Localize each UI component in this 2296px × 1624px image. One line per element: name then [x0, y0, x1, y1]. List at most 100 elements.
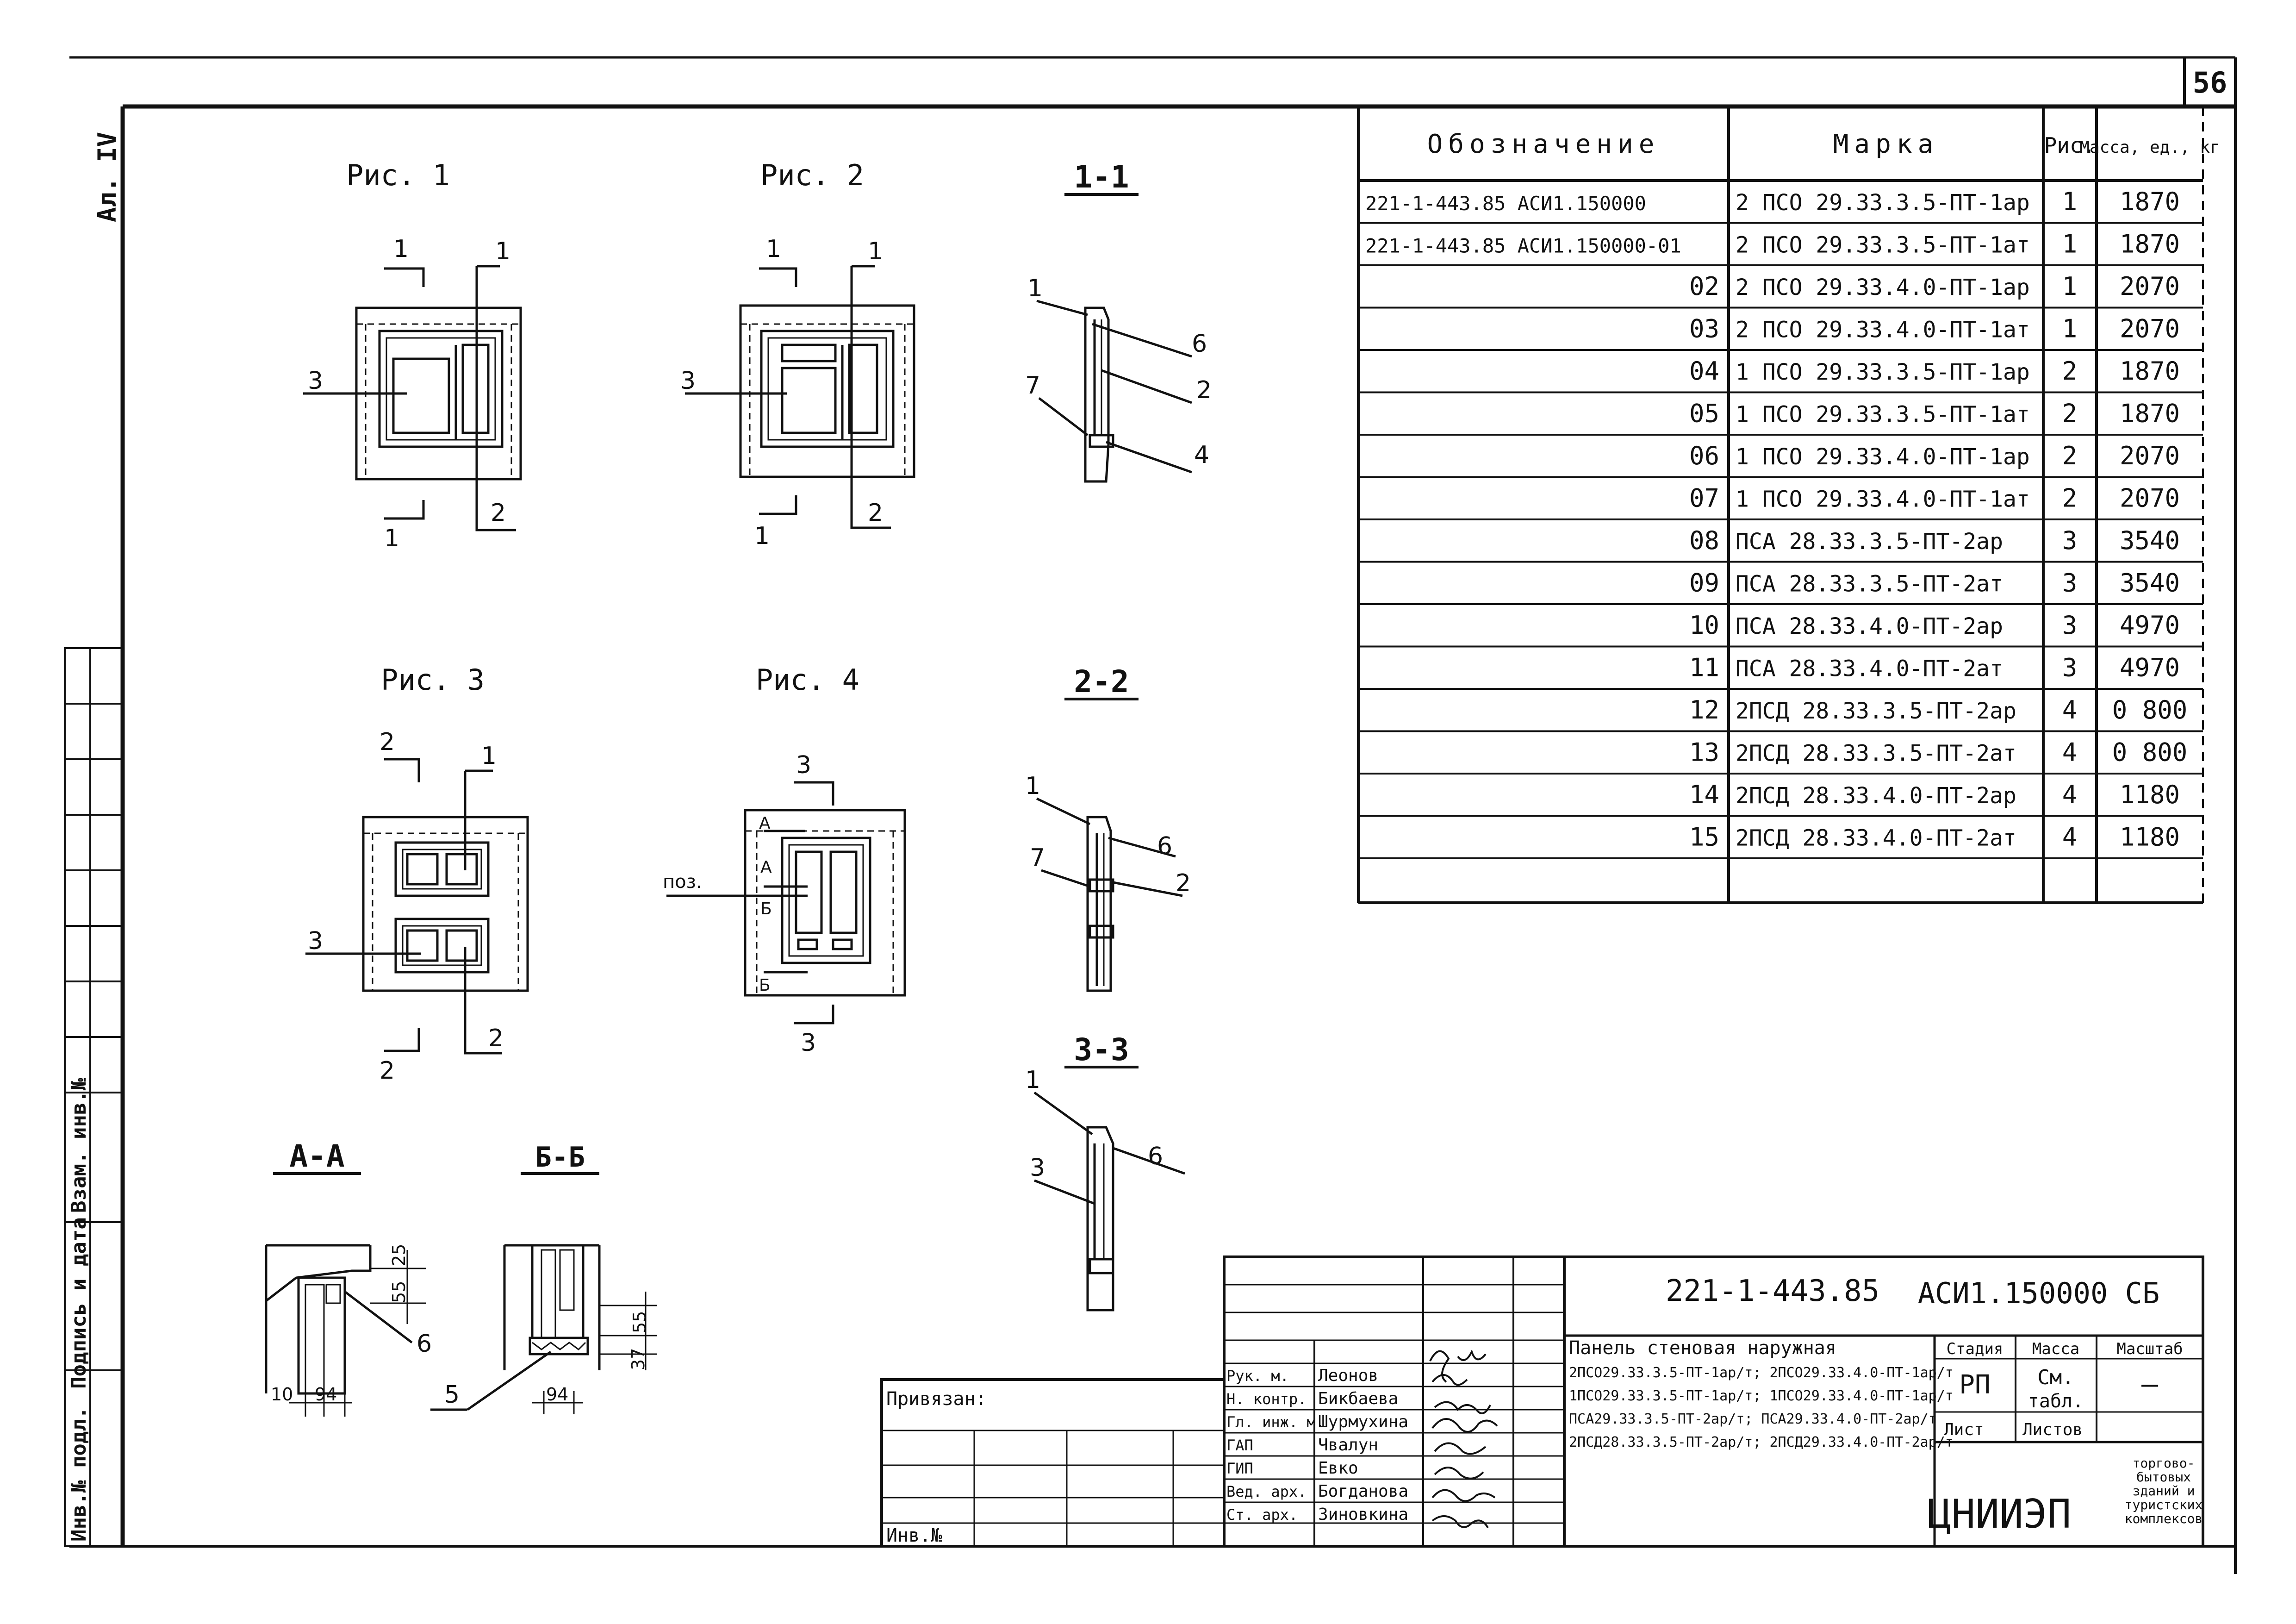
section-a-a-title: А-А	[289, 1138, 344, 1174]
section-1-1-drawing	[1037, 301, 1192, 481]
fig3-cut-2-bottom: 2	[380, 1057, 395, 1085]
mass-value-line1: См.	[2037, 1366, 2074, 1389]
fig1-callout-3: 3	[308, 367, 323, 395]
spec-cell-mark: ПСА 28.33.4.0-ПТ-2ар	[1736, 613, 2003, 639]
spec-cell-mass: 0 800	[2112, 695, 2188, 725]
spec-cell-designation: 12	[1689, 695, 1719, 725]
spec-cell-fig: 4	[2062, 823, 2078, 852]
spec-cell-designation: 221-1-443.85 АСИ1.150000	[1365, 192, 1646, 215]
spec-header-fig: Рис.	[2044, 133, 2096, 158]
fig4-section-b-bottom: Б	[759, 976, 771, 995]
fig1-title: Рис. 1	[346, 158, 450, 192]
sheet-number: 56	[2193, 66, 2228, 100]
spec-cell-mass: 3540	[2120, 568, 2180, 598]
spec-cell-mass: 1870	[2120, 230, 2180, 259]
spec-cell-designation: 05	[1689, 399, 1719, 428]
spec-cell-mass: 2070	[2120, 441, 2180, 470]
spec-cell-fig: 2	[2062, 399, 2078, 428]
sec33-callout-3: 3	[1030, 1154, 1045, 1182]
section-3-3-drawing	[1034, 1093, 1185, 1310]
fig1-cut-1-bottom: 1	[384, 525, 399, 552]
fig4-drawing	[745, 810, 905, 995]
signature-role: Рук. м.	[1226, 1367, 1289, 1385]
spec-cell-designation: 09	[1689, 568, 1719, 598]
signature-scribbles	[1430, 1351, 1497, 1528]
org-subtitle-2: бытовых	[2136, 1469, 2191, 1485]
fig2-title: Рис. 2	[760, 158, 864, 192]
section-b-b-title: Б-Б	[535, 1141, 585, 1174]
section-2-2-title: 2-2	[1074, 664, 1129, 700]
inv-no-label: Инв.№	[886, 1525, 942, 1546]
stage-header: Стадия	[1947, 1340, 2004, 1358]
title-line-3: 1ПСО29.33.3.5-ПТ-1ар/т; 1ПСО29.33.4.0-ПТ…	[1569, 1388, 1954, 1404]
sec22-callout-6: 6	[1157, 832, 1172, 860]
spec-cell-designation: 08	[1689, 526, 1719, 555]
section-1-1-title: 1-1	[1074, 159, 1129, 195]
spec-cell-designation: 15	[1689, 823, 1719, 852]
title-line-1: Панель стеновая наружная	[1569, 1337, 1836, 1359]
spec-cell-designation: 14	[1689, 780, 1719, 809]
spec-cell-designation: 03	[1689, 314, 1719, 344]
spec-cell-mark: ПСА 28.33.3.5-ПТ-2ат	[1736, 571, 2003, 597]
mass-value-line2: табл.	[2028, 1391, 2084, 1412]
spec-cell-fig: 4	[2062, 738, 2078, 767]
fig2-cut-1-top: 1	[766, 235, 781, 263]
signature-role: Вед. арх.	[1226, 1483, 1307, 1500]
fig3-title: Рис. 3	[381, 663, 485, 697]
stage-value: РП	[1959, 1370, 1990, 1400]
spec-cell-fig: 2	[2062, 441, 2078, 470]
fig4-section-b: Б	[760, 899, 772, 918]
aa-dim-25: 25	[389, 1244, 409, 1266]
section-b-b-drawing	[430, 1245, 657, 1414]
title-line-4: ПСА29.33.3.5-ПТ-2ар/т; ПСА29.33.4.0-ПТ-2…	[1569, 1411, 1937, 1427]
fig1-callout-2: 2	[491, 499, 506, 527]
spec-cell-designation: 10	[1689, 611, 1719, 640]
signature-name: Зиновкина	[1318, 1505, 1408, 1524]
signature-role: Н. контр.	[1226, 1390, 1307, 1408]
fig3-callout-2: 2	[488, 1024, 504, 1052]
spec-cell-mass: 2070	[2120, 272, 2180, 301]
spec-cell-designation: 11	[1689, 653, 1719, 682]
spec-cell-mark: 2ПСД 28.33.4.0-ПТ-2ат	[1736, 825, 2016, 851]
spec-cell-fig: 1	[2062, 314, 2078, 344]
signature-role: ГИП	[1226, 1460, 1253, 1477]
bb-dim-94: 94	[546, 1384, 568, 1405]
mass-header: Масса	[2032, 1340, 2079, 1358]
inv-podl-label: Инв.№ подл.	[67, 1407, 91, 1542]
fig4-section-a: А	[760, 858, 772, 877]
org-subtitle-3: зданий и	[2133, 1483, 2195, 1499]
spec-cell-mark: 2ПСД 28.33.3.5-ПТ-2ат	[1736, 741, 2016, 767]
sheets-label: Листов	[2022, 1420, 2083, 1439]
org-subtitle-4: туристских	[2125, 1497, 2203, 1512]
sheet-label: Лист	[1944, 1420, 1984, 1439]
sec33-callout-6: 6	[1148, 1143, 1163, 1170]
spec-cell-mark: 1 ПСО 29.33.3.5-ПТ-1ат	[1736, 402, 2030, 428]
signature-role: Гл. инж. м.	[1226, 1413, 1325, 1431]
sec11-callout-6: 6	[1192, 330, 1207, 358]
sec22-callout-2: 2	[1176, 869, 1191, 897]
sec11-callout-2: 2	[1196, 376, 1212, 404]
spec-cell-designation: 07	[1689, 484, 1719, 513]
title-line-5: 2ПСД28.33.3.5-ПТ-2ар/т; 2ПСД29.33.4.0-ПТ…	[1569, 1434, 1954, 1450]
spec-cell-mark: 2ПСД 28.33.3.5-ПТ-2ар	[1736, 698, 2016, 724]
fig2-cut-1-bottom: 1	[754, 522, 770, 550]
sec22-callout-1: 1	[1025, 772, 1040, 800]
fig2-callout-1: 1	[868, 237, 883, 265]
sec11-callout-1: 1	[1027, 275, 1043, 302]
fig4-title: Рис. 4	[756, 663, 859, 697]
spec-cell-mass: 0 800	[2112, 738, 2188, 767]
spec-header-mark: Марка	[1833, 129, 1939, 159]
spec-cell-designation: 221-1-443.85 АСИ1.150000-01	[1365, 235, 1681, 257]
spec-cell-mark: 1 ПСО 29.33.4.0-ПТ-1ат	[1736, 487, 2030, 512]
spec-cell-mark: 2 ПСО 29.33.4.0-ПТ-1ар	[1736, 275, 2030, 300]
signature-role: ГАП	[1226, 1437, 1253, 1454]
spec-cell-fig: 1	[2062, 230, 2078, 259]
project-code: 221-1-443.85	[1666, 1274, 1879, 1308]
spec-cell-mass: 4970	[2120, 653, 2180, 682]
spec-cell-fig: 3	[2062, 653, 2078, 682]
fig4-cut-3-top: 3	[796, 751, 811, 779]
spec-cell-fig: 1	[2062, 272, 2078, 301]
